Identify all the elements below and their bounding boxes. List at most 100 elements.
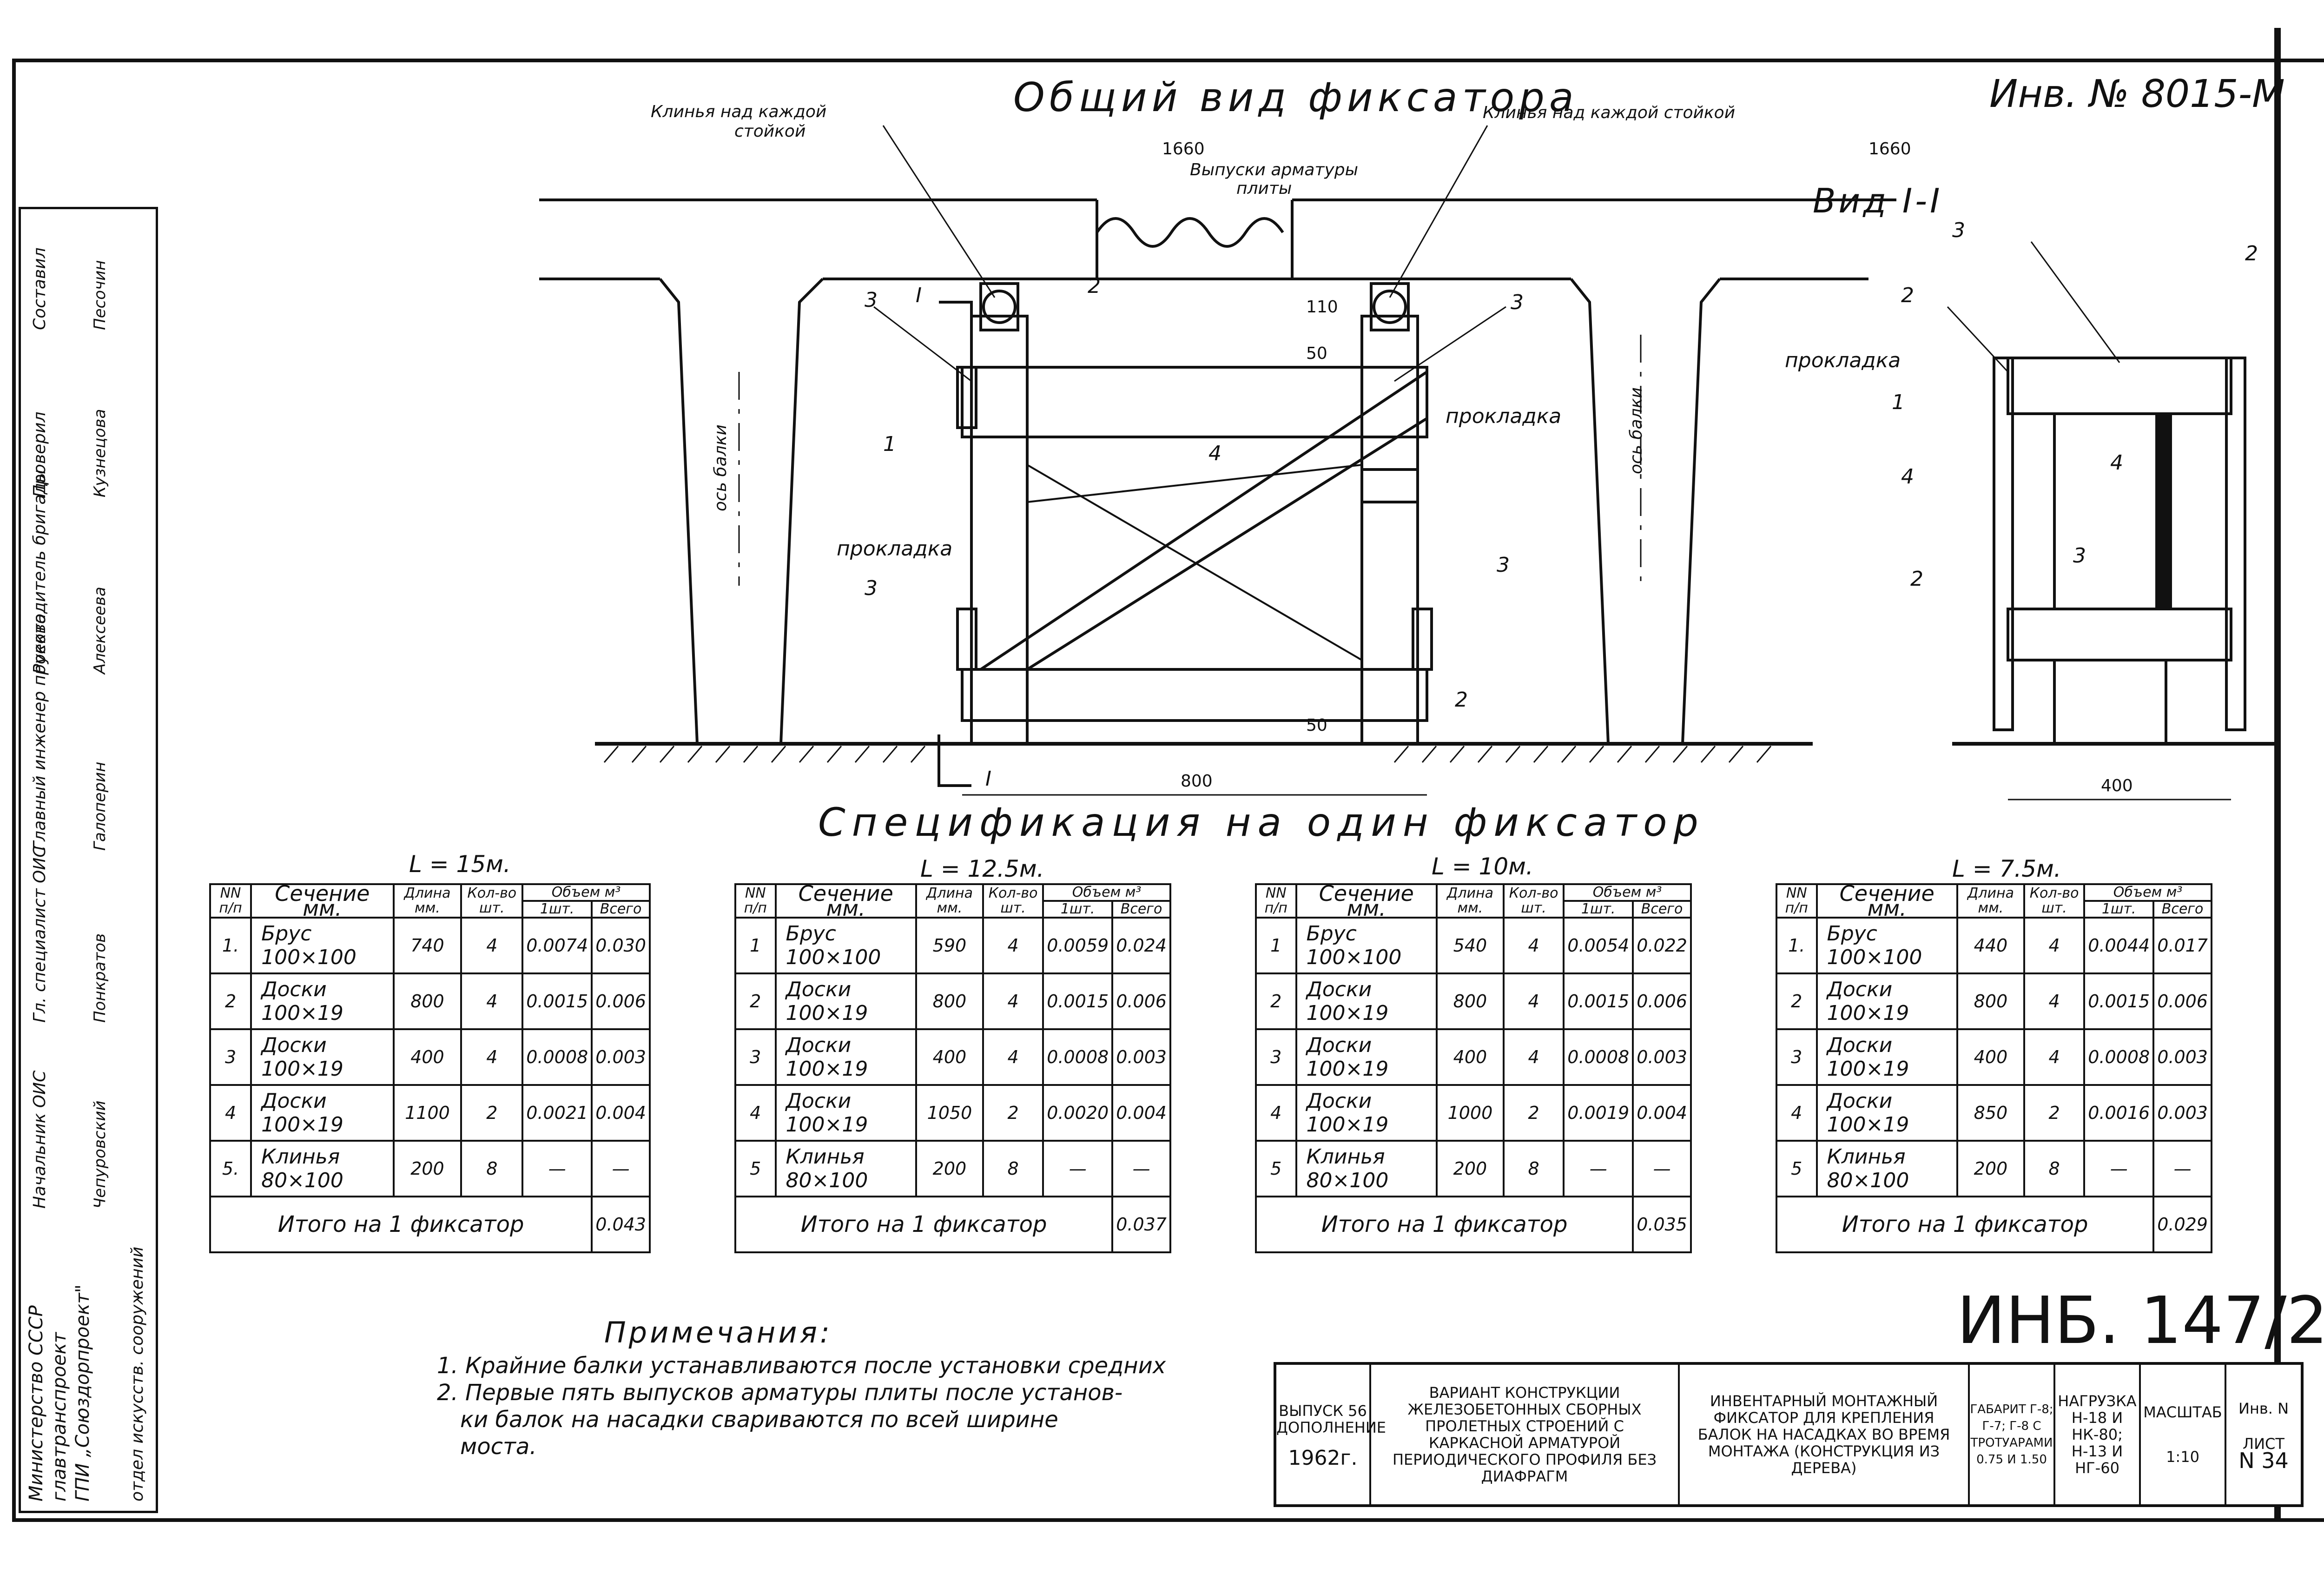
- cell-count: 4: [982, 1028, 1044, 1086]
- cell-no: 2: [209, 972, 252, 1030]
- cell-vol-one: —: [1042, 1140, 1114, 1197]
- sig-org3: ГПИ „Союздорпроект": [72, 1284, 93, 1501]
- col-total: Всего: [2152, 900, 2212, 919]
- cell-count: 4: [460, 917, 524, 974]
- cell-count: 8: [1502, 1140, 1565, 1197]
- col-section: Сечение мм.: [1816, 883, 1958, 919]
- cell-vol-all: 0.006: [2152, 972, 2212, 1030]
- table-2-span: L = 12.5м.: [920, 855, 1044, 882]
- cell-vol-one: 0.0015: [1563, 972, 1634, 1030]
- sig-role-4: Руководитель бригады: [30, 470, 49, 674]
- cell-no: 1: [1255, 917, 1297, 974]
- cell-length: 400: [1956, 1028, 2026, 1086]
- cell-count: 2: [1502, 1084, 1565, 1142]
- dim-1660-left: 1660: [1162, 139, 1205, 159]
- cell-section: Доски 100×19: [774, 1084, 917, 1142]
- col-no: NN п/п: [1255, 883, 1297, 919]
- sig-role-1: Начальник ОИС: [30, 1070, 49, 1209]
- cell-vol-all: 0.004: [1632, 1084, 1692, 1142]
- cell-vol-all: 0.022: [1632, 917, 1692, 974]
- cell-vol-one: —: [2083, 1140, 2155, 1197]
- sig-name-3: Галоперин: [91, 761, 109, 851]
- cell-vol-all: 0.004: [1111, 1084, 1171, 1142]
- view-pos-2-left: 2: [1901, 284, 1914, 307]
- cell-no: 1.: [1776, 917, 1818, 974]
- cell-no: 4: [1255, 1084, 1297, 1142]
- cell-vol-all: 0.024: [1111, 917, 1171, 974]
- cell-no: 5.: [209, 1140, 252, 1197]
- cell-total-label: Итого на 1 фиксатор: [1775, 1196, 2155, 1253]
- cell-count: 2: [460, 1084, 524, 1142]
- stamp-gabarit: ГАБАРИТ Г-8; Г-7; Г-8 С ТРОТУАРАМИ 0.75 …: [1968, 1365, 2053, 1504]
- cell-vol-one: —: [1563, 1140, 1634, 1197]
- table-1-span: L = 15м.: [409, 851, 511, 878]
- view-pos-4: 4: [2110, 451, 2123, 475]
- stamp-sheet-no: N 34: [2238, 1448, 2289, 1473]
- cell-length: 400: [1435, 1028, 1505, 1086]
- col-total: Всего: [591, 900, 651, 919]
- cell-count: 4: [2023, 917, 2086, 974]
- cell-length: 800: [1956, 972, 2026, 1030]
- cell-vol-one: 0.0015: [522, 972, 593, 1030]
- cell-vol-all: 0.004: [591, 1084, 651, 1142]
- label-pad-view: прокладка: [1785, 349, 1901, 372]
- cell-vol-all: 0.006: [1632, 972, 1692, 1030]
- cell-vol-one: 0.0019: [1563, 1084, 1634, 1142]
- inventory-number: Инв. № 8015-М: [1989, 72, 2285, 116]
- cell-section: Клинья 80×100: [1816, 1140, 1958, 1197]
- cell-vol-all: 0.006: [591, 972, 651, 1030]
- cell-section: Доски 100×19: [1295, 1084, 1438, 1142]
- pos-2-bottom: 2: [1455, 688, 1468, 712]
- dim-50-top: 50: [1306, 344, 1327, 363]
- col-volume: Объем м³: [2083, 883, 2212, 902]
- col-count: Кол-во шт.: [460, 883, 524, 919]
- cell-length: 440: [1956, 917, 2026, 974]
- cell-length: 200: [1435, 1140, 1505, 1197]
- col-length: Длина мм.: [392, 883, 462, 919]
- sig-role-2: Гл. специалист ОИС: [30, 846, 49, 1023]
- cell-vol-one: 0.0059: [1042, 917, 1114, 974]
- section-mark-bottom: I: [985, 767, 991, 791]
- label-pad-right: прокладка: [1446, 404, 1562, 428]
- pos-3-top-right: 3: [1511, 291, 1524, 314]
- cell-section: Доски 100×19: [1816, 1028, 1958, 1086]
- cell-section: Брус 100×100: [774, 917, 917, 974]
- note-2-end: моста.: [460, 1434, 537, 1460]
- cell-vol-one: 0.0021: [522, 1084, 593, 1142]
- cell-count: 4: [2023, 972, 2086, 1030]
- dim-1660-right: 1660: [1868, 139, 1911, 159]
- cell-count: 4: [460, 972, 524, 1030]
- cell-count: 8: [982, 1140, 1044, 1197]
- cell-section: Брус 100×100: [1295, 917, 1438, 974]
- view-pos-4-left: 4: [1901, 465, 1914, 489]
- col-per-one: 1шт.: [522, 900, 593, 919]
- label-rebar-outlets: Выпуски арматуры: [1190, 160, 1359, 179]
- cell-vol-all: —: [2152, 1140, 2212, 1197]
- cell-section: Доски 100×19: [1295, 1028, 1438, 1086]
- stamp-scale-cell: МАСШТАБ 1:10: [2139, 1365, 2225, 1504]
- cell-section: Доски 100×19: [774, 1028, 917, 1086]
- cell-length: 800: [1435, 972, 1505, 1030]
- cell-total-label: Итого на 1 фиксатор: [1254, 1196, 1634, 1253]
- specification-title: Спецификация на один фиксатор: [818, 800, 1705, 845]
- col-count: Кол-во шт.: [2023, 883, 2086, 919]
- col-total: Всего: [1632, 900, 1692, 919]
- cell-length: 590: [915, 917, 984, 974]
- dim-400: 400: [2101, 776, 2133, 795]
- stamp-year: 1962г.: [1288, 1446, 1358, 1470]
- cell-length: 200: [1956, 1140, 2026, 1197]
- cell-no: 5: [1776, 1140, 1818, 1197]
- col-total: Всего: [1111, 900, 1171, 919]
- note-1: 1. Крайние балки устанавливаются после у…: [437, 1353, 1166, 1379]
- note-2-cont: ки балок на насадки свариваются по всей …: [460, 1407, 1058, 1433]
- cell-count: 4: [1502, 1028, 1565, 1086]
- sig-name-4: Алексеева: [91, 587, 109, 674]
